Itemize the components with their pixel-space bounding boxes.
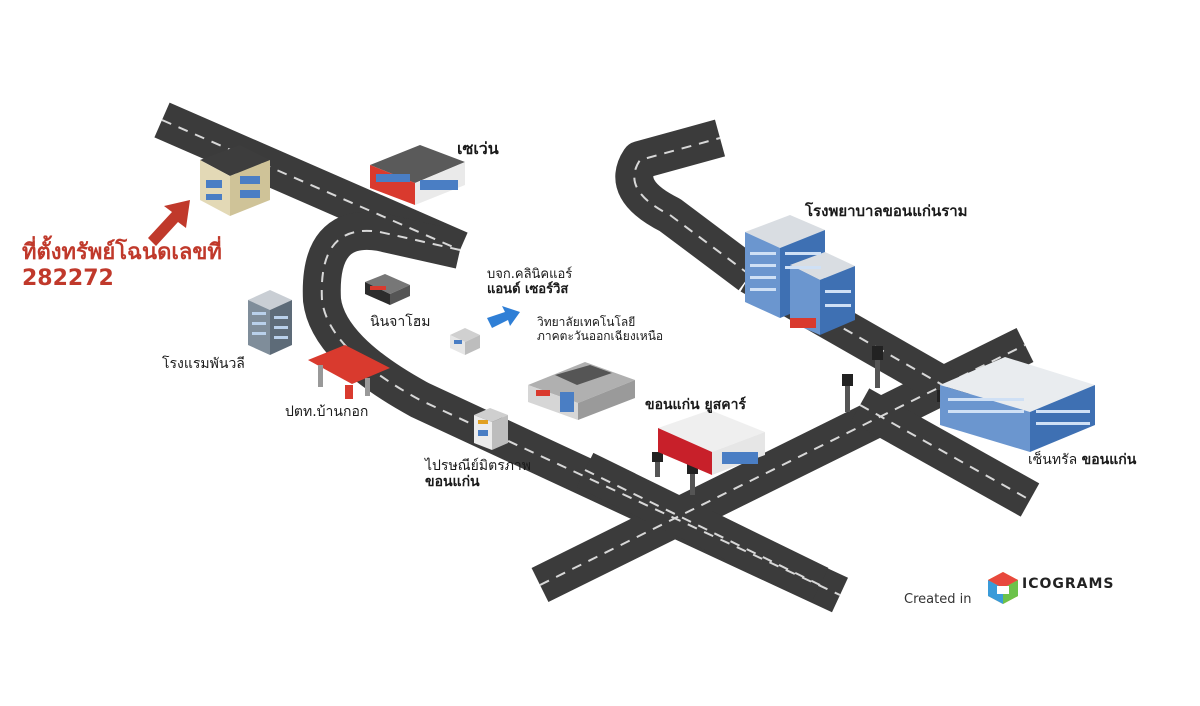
target-label: ที่ตั้งทรัพย์โฉนดเลขที่ 282272 — [22, 240, 222, 293]
clinic-label: บจก.คลินิคแอร์ แอนด์ เซอร์วิส — [487, 267, 573, 298]
icograms-brand-text: ICOGRAMS — [1022, 576, 1115, 592]
hotel-building — [248, 290, 292, 355]
target-label-line1: ที่ตั้งทรัพย์โฉนดเลขที่ — [22, 240, 222, 265]
ninja-home-building — [365, 274, 410, 305]
central-label: เซ็นทรัล ขอนแก่น — [1028, 452, 1136, 468]
hospital-building — [745, 215, 855, 335]
hospital-label: โรงพยาบาลขอนแก่นราม — [805, 202, 968, 220]
central-label-part1: เซ็นทรัล — [1028, 452, 1078, 468]
hotel-label: โรงแรมพันวลี — [162, 356, 245, 372]
post-office-label-line1: ไปรษณีย์มิตรภาพ — [425, 458, 532, 474]
central-label-part2: ขอนแก่น — [1081, 452, 1137, 468]
post-office-label: ไปรษณีย์มิตรภาพ ขอนแก่น — [425, 458, 531, 490]
clinic-label-line1: บจก.คลินิคแอร์ — [487, 267, 573, 282]
red-arrow-icon — [148, 200, 190, 246]
college-label-line2: ภาคตะวันออกเฉียงเหนือ — [537, 328, 664, 343]
clinic-label-line2: แอนด์ เซอร์วิส — [487, 281, 569, 297]
college-building — [528, 362, 635, 420]
blue-arrow-icon — [487, 306, 520, 328]
seven-eleven-label: เซเว่น — [457, 139, 499, 158]
created-in-text: Created in — [904, 592, 972, 607]
yusacar-label: ขอนแก่น ยูสคาร์ — [645, 397, 746, 413]
icograms-credit: Created in ICOGRAMS — [904, 570, 1154, 620]
yusacar-showroom — [658, 410, 765, 475]
icograms-logo-icon — [988, 572, 1018, 604]
road-network — [153, 99, 1041, 615]
central-mall — [940, 357, 1095, 452]
small-building — [450, 328, 480, 355]
target-building — [200, 145, 270, 216]
target-label-line2: 282272 — [22, 266, 114, 292]
college-label: วิทยาลัยเทคโนโลยี ภาคตะวันออกเฉียงเหนือ — [537, 315, 664, 344]
post-office-building — [474, 408, 508, 450]
gas-station — [308, 345, 390, 399]
ninja-home-label: นินจาโฮม — [370, 314, 431, 330]
ptt-label: ปตท.บ้านกอก — [285, 404, 369, 420]
college-label-line1: วิทยาลัยเทคโนโลยี — [537, 315, 636, 329]
seven-eleven-store — [370, 145, 465, 205]
post-office-label-line2: ขอนแก่น — [425, 474, 480, 491]
